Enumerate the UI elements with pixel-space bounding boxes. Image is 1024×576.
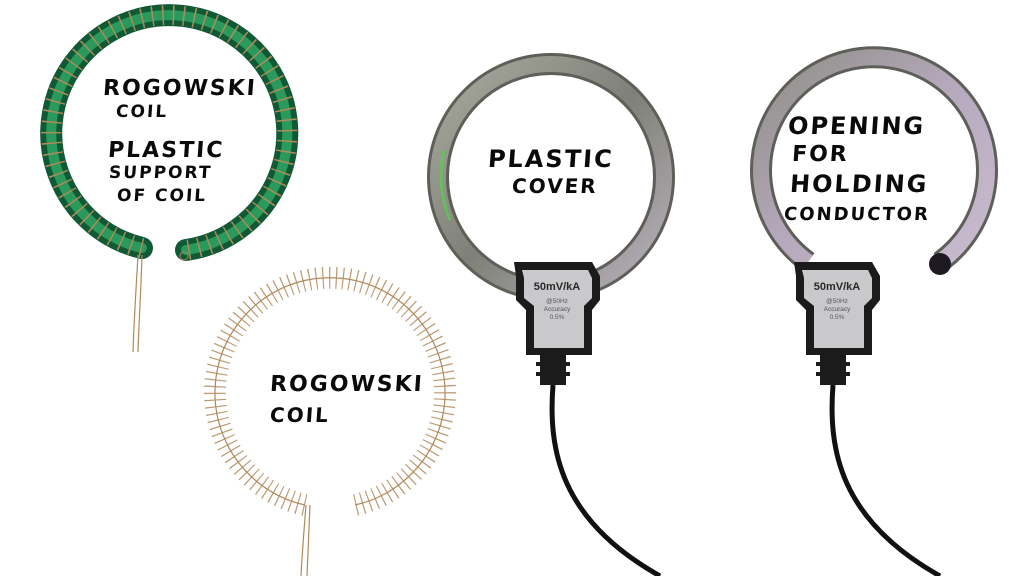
plate-frequency: @50Hz xyxy=(826,298,848,305)
support-coil-label-4: SUPPORT xyxy=(108,163,214,183)
plate-accuracy-value: 0.5% xyxy=(549,314,565,321)
open-sensor-label-1: OPENING xyxy=(787,112,927,140)
open-sensor xyxy=(750,46,998,576)
bare-rogowski-coil xyxy=(204,266,456,576)
plastic-support-coil xyxy=(40,4,299,353)
bare-coil-label-2: COIL xyxy=(269,403,331,427)
closed-sensor xyxy=(427,53,675,576)
plate-rating: 50mV/kA xyxy=(813,281,861,293)
support-coil-label-2: COIL xyxy=(115,102,169,122)
bare-coil-label-1: ROGOWSKI xyxy=(269,372,425,397)
support-coil-label-3: PLASTIC xyxy=(107,138,226,163)
closed-sensor-label-2: COVER xyxy=(511,174,599,198)
support-coil-label-1: ROGOWSKI xyxy=(102,76,258,101)
open-sensor-label-3: HOLDING xyxy=(789,170,930,198)
plate-frequency: @50Hz xyxy=(546,298,568,305)
closed-sensor-label-1: PLASTIC xyxy=(487,145,615,173)
open-sensor-label-2: FOR xyxy=(791,142,850,167)
support-coil-label-5: OF COIL xyxy=(116,186,208,206)
plate-rating: 50mV/kA xyxy=(533,281,581,293)
plate-accuracy-label: Accuracy xyxy=(823,306,851,313)
open-sensor-label-4: CONDUCTOR xyxy=(783,204,931,225)
open-sensor-plate: 50mV/kA @50Hz Accuracy 0.5% xyxy=(802,281,872,322)
closed-sensor-plate: 50mV/kA @50Hz Accuracy 0.5% xyxy=(522,281,592,322)
plate-accuracy-value: 0.5% xyxy=(829,314,845,321)
plate-accuracy-label: Accuracy xyxy=(543,306,571,313)
